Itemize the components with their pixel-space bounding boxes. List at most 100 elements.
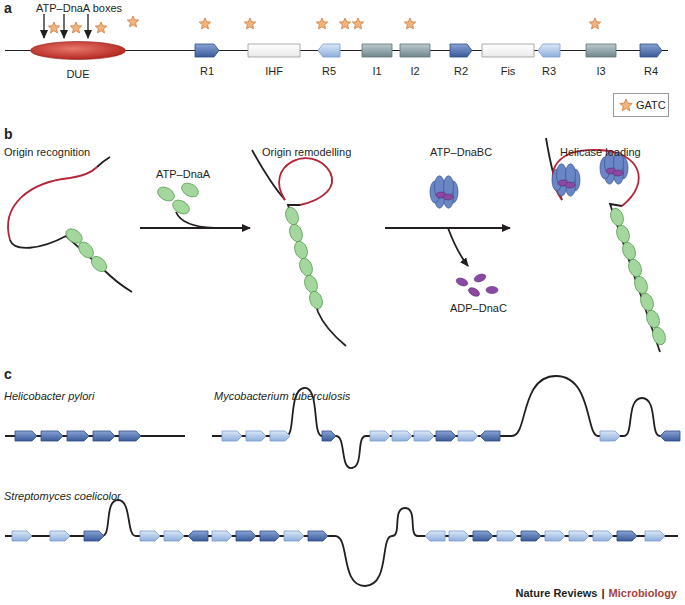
dna-line	[212, 376, 678, 468]
dnaa-box-symbol	[449, 531, 469, 541]
dnaa-box-symbol	[284, 531, 304, 541]
process-arrow	[140, 227, 250, 229]
dnaa-protein	[632, 274, 649, 295]
panel-letter: a	[4, 0, 12, 16]
dnaa-box-symbol	[188, 531, 208, 541]
dnaa-box-symbol	[600, 431, 620, 441]
dnaa-protein	[614, 223, 631, 244]
dnaa-box-symbol	[480, 431, 500, 441]
node-outline	[195, 44, 219, 57]
element-label: R2	[454, 65, 468, 77]
binding-site: IHF	[248, 44, 300, 57]
gatc-star	[244, 18, 255, 29]
dnaa-box-symbol	[497, 531, 517, 541]
node-outline	[538, 44, 560, 57]
node-shape	[195, 44, 219, 57]
element-label: I2	[410, 65, 419, 77]
node-shape	[482, 44, 534, 57]
dnaa-box-symbol	[545, 531, 565, 541]
dna-line	[5, 500, 678, 586]
dnaa-protein	[638, 291, 655, 312]
dnaa-protein	[644, 308, 661, 329]
separator: |	[601, 587, 604, 599]
node-shape	[538, 44, 560, 57]
dnac-protein	[565, 182, 575, 188]
dnaa-box: R1	[195, 44, 219, 57]
node-outline	[586, 44, 616, 57]
unwound-strand	[553, 150, 639, 206]
binding-site: Fis	[482, 44, 534, 57]
dnaa-protein	[620, 240, 637, 261]
dnaa-box-symbol	[222, 431, 242, 441]
node-outline	[482, 44, 534, 57]
dnaa-box-symbol	[212, 531, 232, 541]
node-outline	[362, 44, 392, 57]
dnaa-box: R4	[640, 44, 662, 57]
dnaa-protein	[608, 206, 625, 227]
panel-letter: c	[4, 366, 12, 382]
dnaa-box-symbol	[84, 531, 104, 541]
dnaa-box-symbol	[246, 431, 266, 441]
gatc-star	[339, 18, 350, 29]
dnaa-box-symbol	[458, 431, 478, 441]
element-label: I1	[372, 65, 381, 77]
dnaa-box: R5	[318, 44, 340, 57]
element-label: I3	[596, 65, 605, 77]
dnaa-box-symbol	[370, 431, 390, 441]
dnac-protein	[473, 273, 487, 284]
step-label: Origin recognition	[4, 146, 90, 158]
pointer-arrow	[87, 14, 88, 38]
gatc-star	[589, 18, 600, 29]
dnaa-protein	[650, 325, 667, 346]
dnaa-protein	[170, 197, 192, 216]
dnaa-box-symbol	[645, 531, 665, 541]
element-label: R4	[644, 65, 658, 77]
gatc-star	[95, 22, 106, 33]
node-shape	[450, 44, 472, 57]
dnaa-box-symbol	[67, 431, 89, 441]
node-shape	[400, 44, 430, 57]
unwinding-element: DUE	[30, 41, 126, 60]
element-label: IHF	[265, 65, 283, 77]
legend-box: GATC	[613, 93, 669, 117]
dnac-protein	[613, 170, 623, 176]
unwound-strand	[279, 158, 332, 205]
dnaa-box: R2	[450, 44, 472, 57]
dnaa-protein	[179, 180, 201, 199]
node-outline	[248, 44, 300, 57]
dnaa-box: R3	[538, 44, 560, 57]
pointer-arrow	[63, 14, 64, 38]
dnaa-box-symbol	[119, 431, 141, 441]
dna-strand	[97, 157, 110, 167]
dnaa-box-symbol	[164, 531, 184, 541]
dnaa-box: I1	[362, 44, 392, 57]
gatc-star	[199, 18, 210, 29]
gatc-star	[316, 18, 327, 29]
dna-strand	[288, 205, 346, 346]
step-label: Origin remodelling	[262, 146, 351, 158]
footer: Nature Reviews|Microbiology	[516, 587, 677, 599]
gatc-star	[352, 18, 363, 29]
dnac-protein	[467, 286, 481, 298]
node-outline	[640, 44, 662, 57]
gatc-star	[404, 18, 415, 29]
dna-strand	[610, 204, 660, 352]
panel-letter: b	[4, 126, 13, 142]
protein-label: ADP–DnaC	[450, 302, 507, 314]
dnaa-box-symbol	[473, 531, 493, 541]
dnaa-protein	[626, 257, 643, 278]
dnac-protein	[443, 194, 453, 200]
dnaa-box-symbol	[322, 431, 336, 441]
legend-star	[619, 98, 633, 112]
dnaa-box: I2	[400, 44, 430, 57]
dnaa-box-symbol	[236, 531, 256, 541]
dnaa-box-symbol	[93, 431, 115, 441]
dnaa-box-symbol	[425, 531, 445, 541]
dnaa-box-symbol	[140, 531, 160, 541]
element-label: R3	[542, 65, 556, 77]
element-label: DUE	[66, 68, 89, 80]
gatc-star	[70, 22, 81, 33]
dnaa-box-symbol	[660, 431, 680, 441]
dnaa-protein	[287, 222, 304, 243]
node-shape	[586, 44, 616, 57]
